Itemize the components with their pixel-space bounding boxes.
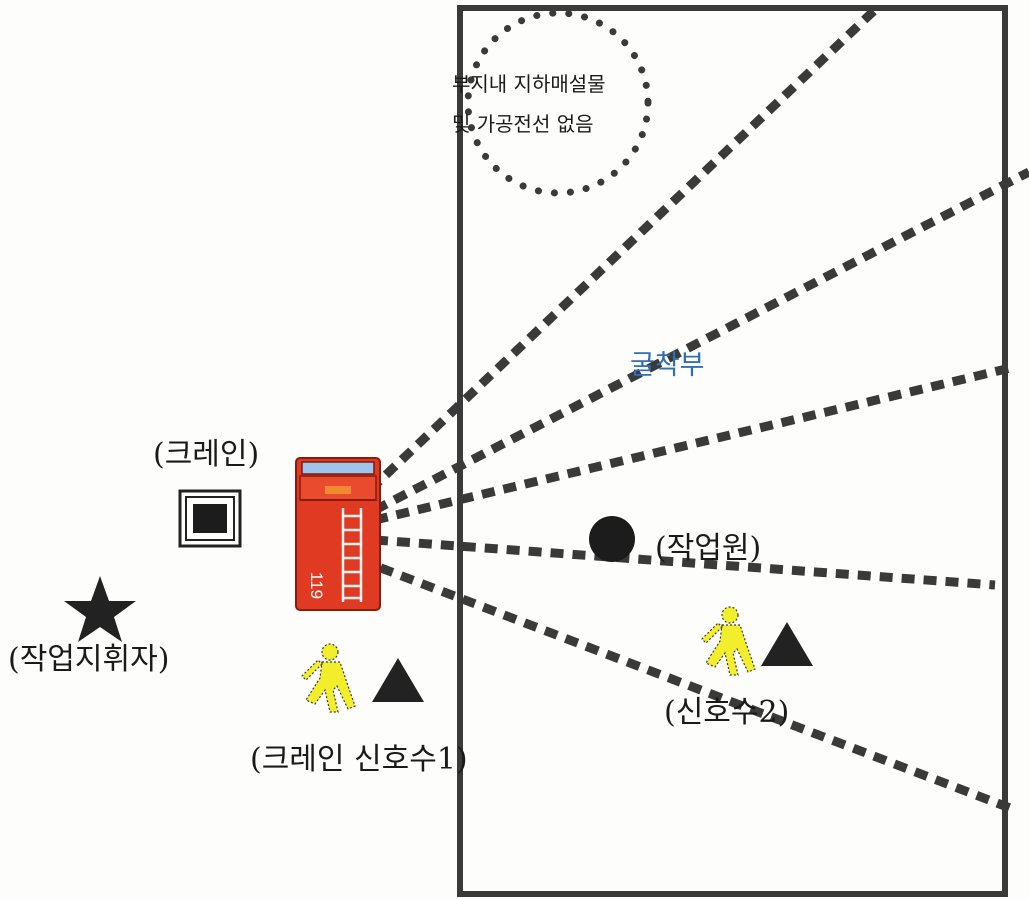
crane-label: (크레인) [153,437,260,472]
reach-line-5 [358,555,1012,813]
reach-line-1 [366,1,884,494]
square-frame-icon [178,489,242,548]
walking-person-icon [301,643,356,713]
utility-note-line1: 부지내 지하매설물 [452,72,606,96]
worker-label: (작업원) [655,531,762,566]
supervisor-label: (작업지휘자) [8,642,170,677]
utility-note-circle [464,9,652,197]
star-icon [64,576,136,642]
excavation-label: 굴착부 [630,350,705,381]
triangle-icon [761,622,813,666]
fire-truck-icon: 119 [295,457,381,611]
signaller2-label: (신호수2) [664,695,790,730]
truck-number: 119 [307,572,326,599]
reach-line-4 [374,535,996,590]
signaller1-label: (크레인 신호수1) [250,742,468,777]
reach-line-2 [372,168,1029,514]
excavation-boundary [457,5,1008,897]
walking-person-icon [701,606,756,676]
filled-circle-icon [589,516,635,562]
triangle-icon [372,658,424,702]
utility-note-line2: 및 가공전선 없음 [452,112,594,136]
crane-reach-lines [358,1,1029,813]
